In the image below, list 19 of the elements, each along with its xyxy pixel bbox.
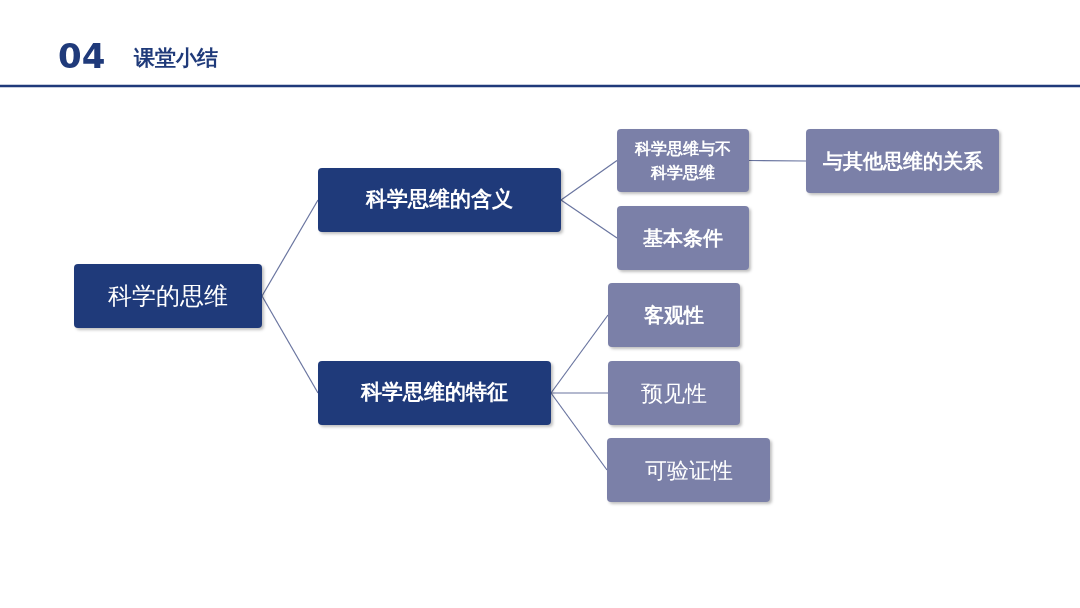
connector-line — [550, 392, 608, 471]
subtopic-box: 与其他思维的关系 — [806, 129, 999, 193]
subtopic-box: 预见性 — [608, 361, 740, 425]
connector-line — [560, 159, 618, 201]
subtopic-box: 客观性 — [608, 283, 740, 347]
connector-line — [261, 295, 319, 394]
topic-box: 科学思维的特征 — [318, 361, 551, 425]
connector-line — [748, 159, 807, 162]
subtopic-box: 基本条件 — [617, 206, 749, 270]
section-number: 04 — [58, 36, 106, 76]
topic-box: 科学思维的含义 — [318, 168, 561, 232]
connector-line — [550, 392, 609, 394]
title: 课堂小结 — [134, 45, 218, 72]
connector-line — [261, 199, 319, 297]
subtopic-box: 科学思维与不科学思维 — [617, 129, 749, 192]
connector-line — [550, 314, 609, 394]
connector-line — [560, 199, 618, 239]
subtopic-box: 可验证性 — [607, 438, 770, 502]
root-box: 科学的思维 — [74, 264, 262, 328]
